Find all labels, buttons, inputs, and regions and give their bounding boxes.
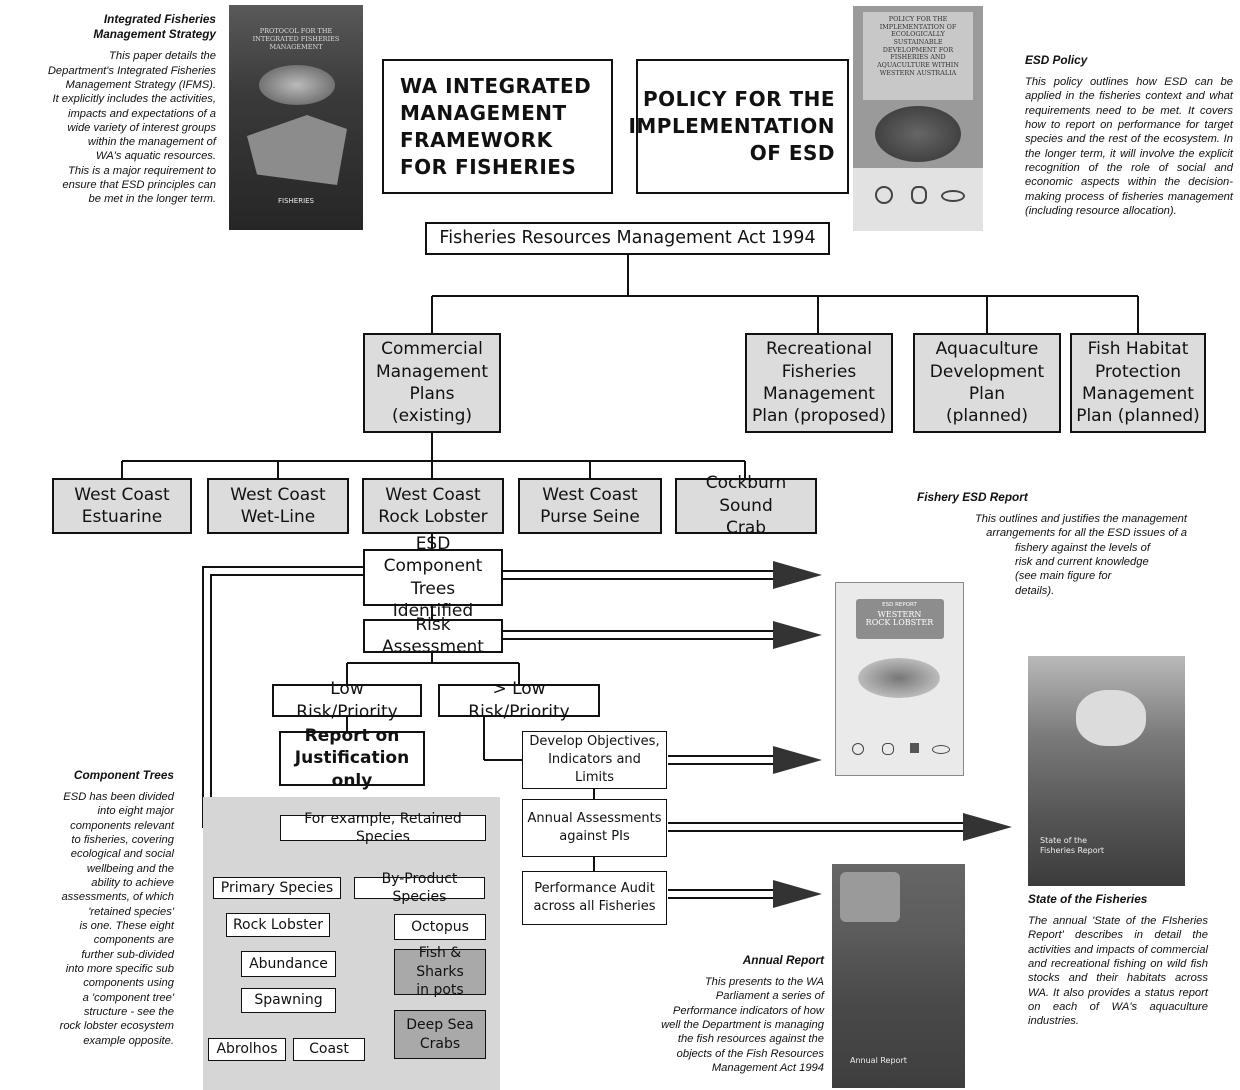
annual-report-note-title: Annual Report	[742, 953, 824, 967]
fishery-esd-report-note: Fishery ESD Report This outlines and jus…	[917, 490, 1217, 598]
state-of-fisheries-note-title: State of the Fisheries	[1028, 892, 1148, 906]
tree-by-product-species: By-Product Species	[354, 871, 485, 905]
tree-octopus: Octopus	[394, 914, 486, 940]
fishery-west-coast-rock-lobster: West Coast Rock Lobster	[362, 478, 504, 534]
tree-abundance: Abundance	[241, 951, 336, 977]
risk-assessment-box: Risk Assessment	[363, 615, 503, 657]
fish-habitat-plan-box: Fish Habitat Protection Management Plan …	[1070, 333, 1206, 433]
ifms-cover-title: PROTOCOL FOR THE INTEGRATED FISHERIES MA…	[252, 27, 340, 51]
ifms-note: Integrated Fisheries Management Strategy…	[0, 12, 216, 207]
ifms-cover-logo-text: FISHERIES	[277, 197, 314, 205]
ifms-note-title: Integrated Fisheries Management Strategy	[93, 12, 216, 42]
component-trees-note: Component Trees ESD has been divided int…	[0, 768, 174, 1048]
annual-report-note: Annual Report This presents to the WA Pa…	[600, 953, 824, 1075]
recreational-plan-box: Recreational Fisheries Management Plan (…	[745, 333, 893, 433]
fishery-west-coast-estuarine: West Coast Estuarine	[52, 478, 192, 534]
tree-rock-lobster: Rock Lobster	[226, 913, 330, 937]
esd-policy-note: ESD Policy This policy outlines how ESD …	[1025, 53, 1233, 218]
esd-policy-note-body: This policy outlines how ESD can be appl…	[1025, 76, 1233, 218]
fishery-esd-report-note-body-2: fishery against the levels of risk and c…	[1015, 541, 1150, 597]
component-trees-note-body: ESD has been divided into eight major co…	[59, 791, 174, 1047]
act-box: Fisheries Resources Management Act 1994	[425, 222, 830, 255]
report-justification-box: Report on Justification only	[279, 726, 425, 791]
annual-cover-title: Annual Report	[850, 1056, 907, 1065]
esd-policy-note-title: ESD Policy	[1025, 53, 1088, 67]
tree-primary-species: Primary Species	[213, 877, 341, 899]
ifms-note-body: This paper details the Department's Inte…	[47, 50, 216, 206]
esd-policy-title-box: POLICY FOR THE IMPLEMENTATION OF ESD	[628, 59, 849, 194]
component-trees-note-title: Component Trees	[73, 768, 174, 782]
tree-spawning: Spawning	[241, 988, 336, 1013]
tree-example-retained-species: For example, Retained Species	[280, 811, 486, 845]
state-of-fisheries-note: State of the Fisheries The annual 'State…	[1028, 892, 1208, 1029]
state-of-fisheries-note-body: The annual 'State of the FIsheries Repor…	[1028, 915, 1208, 1028]
fishery-esd-report-cover-image: ESD REPORT WESTERN ROCK LOBSTER	[835, 582, 964, 776]
annual-report-cover-image: Annual Report	[832, 864, 965, 1088]
fishery-cockburn-sound-crab: Cockburn Sound Crab	[675, 473, 817, 538]
state-of-fisheries-cover-image: State of the Fisheries Report	[1028, 656, 1185, 886]
fishery-west-coast-wet-line: West Coast Wet-Line	[207, 478, 349, 534]
fishery-esd-report-note-title: Fishery ESD Report	[917, 490, 1028, 504]
commercial-plans-box: Commercial Management Plans (existing)	[363, 333, 501, 433]
esd-policy-cover-title: POLICY FOR THE IMPLEMENTATION OF ECOLOGI…	[877, 15, 959, 77]
annual-report-note-body: This presents to the WA Parliament a ser…	[661, 976, 824, 1075]
esd-report-tag: ESD REPORT	[882, 602, 917, 608]
above-low-risk-box: > Low Risk/Priority	[438, 679, 600, 722]
annual-assessments-box: Annual Assessments against PIs	[522, 799, 667, 857]
state-cover-title: State of the Fisheries Report	[1040, 836, 1105, 855]
esd-report-cover-title: WESTERN ROCK LOBSTER	[865, 610, 934, 628]
performance-audit-box: Performance Audit across all Fisheries	[522, 871, 667, 925]
tree-coast: Coast	[293, 1038, 365, 1061]
aquaculture-plan-box: Aquaculture Development Plan (planned)	[913, 333, 1061, 433]
fishery-esd-report-note-body-1: This outlines and justifies the manageme…	[974, 513, 1187, 540]
esd-policy-cover-image: POLICY FOR THE IMPLEMENTATION OF ECOLOGI…	[853, 6, 983, 231]
low-risk-box: Low Risk/Priority	[272, 679, 422, 722]
framework-title-box: WA INTEGRATED MANAGEMENT FRAMEWORK FOR F…	[382, 59, 613, 194]
tree-fish-sharks-in-pots: Fish & Sharks in pots	[394, 945, 486, 998]
tree-deep-sea-crabs: Deep Sea Crabs	[394, 1010, 486, 1059]
fishery-west-coast-purse-seine: West Coast Purse Seine	[518, 478, 662, 534]
ifms-cover-image: PROTOCOL FOR THE INTEGRATED FISHERIES MA…	[229, 5, 363, 230]
esd-component-trees-box: ESD Component Trees Identified	[363, 534, 503, 621]
develop-objectives-box: Develop Objectives, Indicators and Limit…	[522, 731, 667, 789]
tree-abrolhos: Abrolhos	[208, 1038, 286, 1061]
